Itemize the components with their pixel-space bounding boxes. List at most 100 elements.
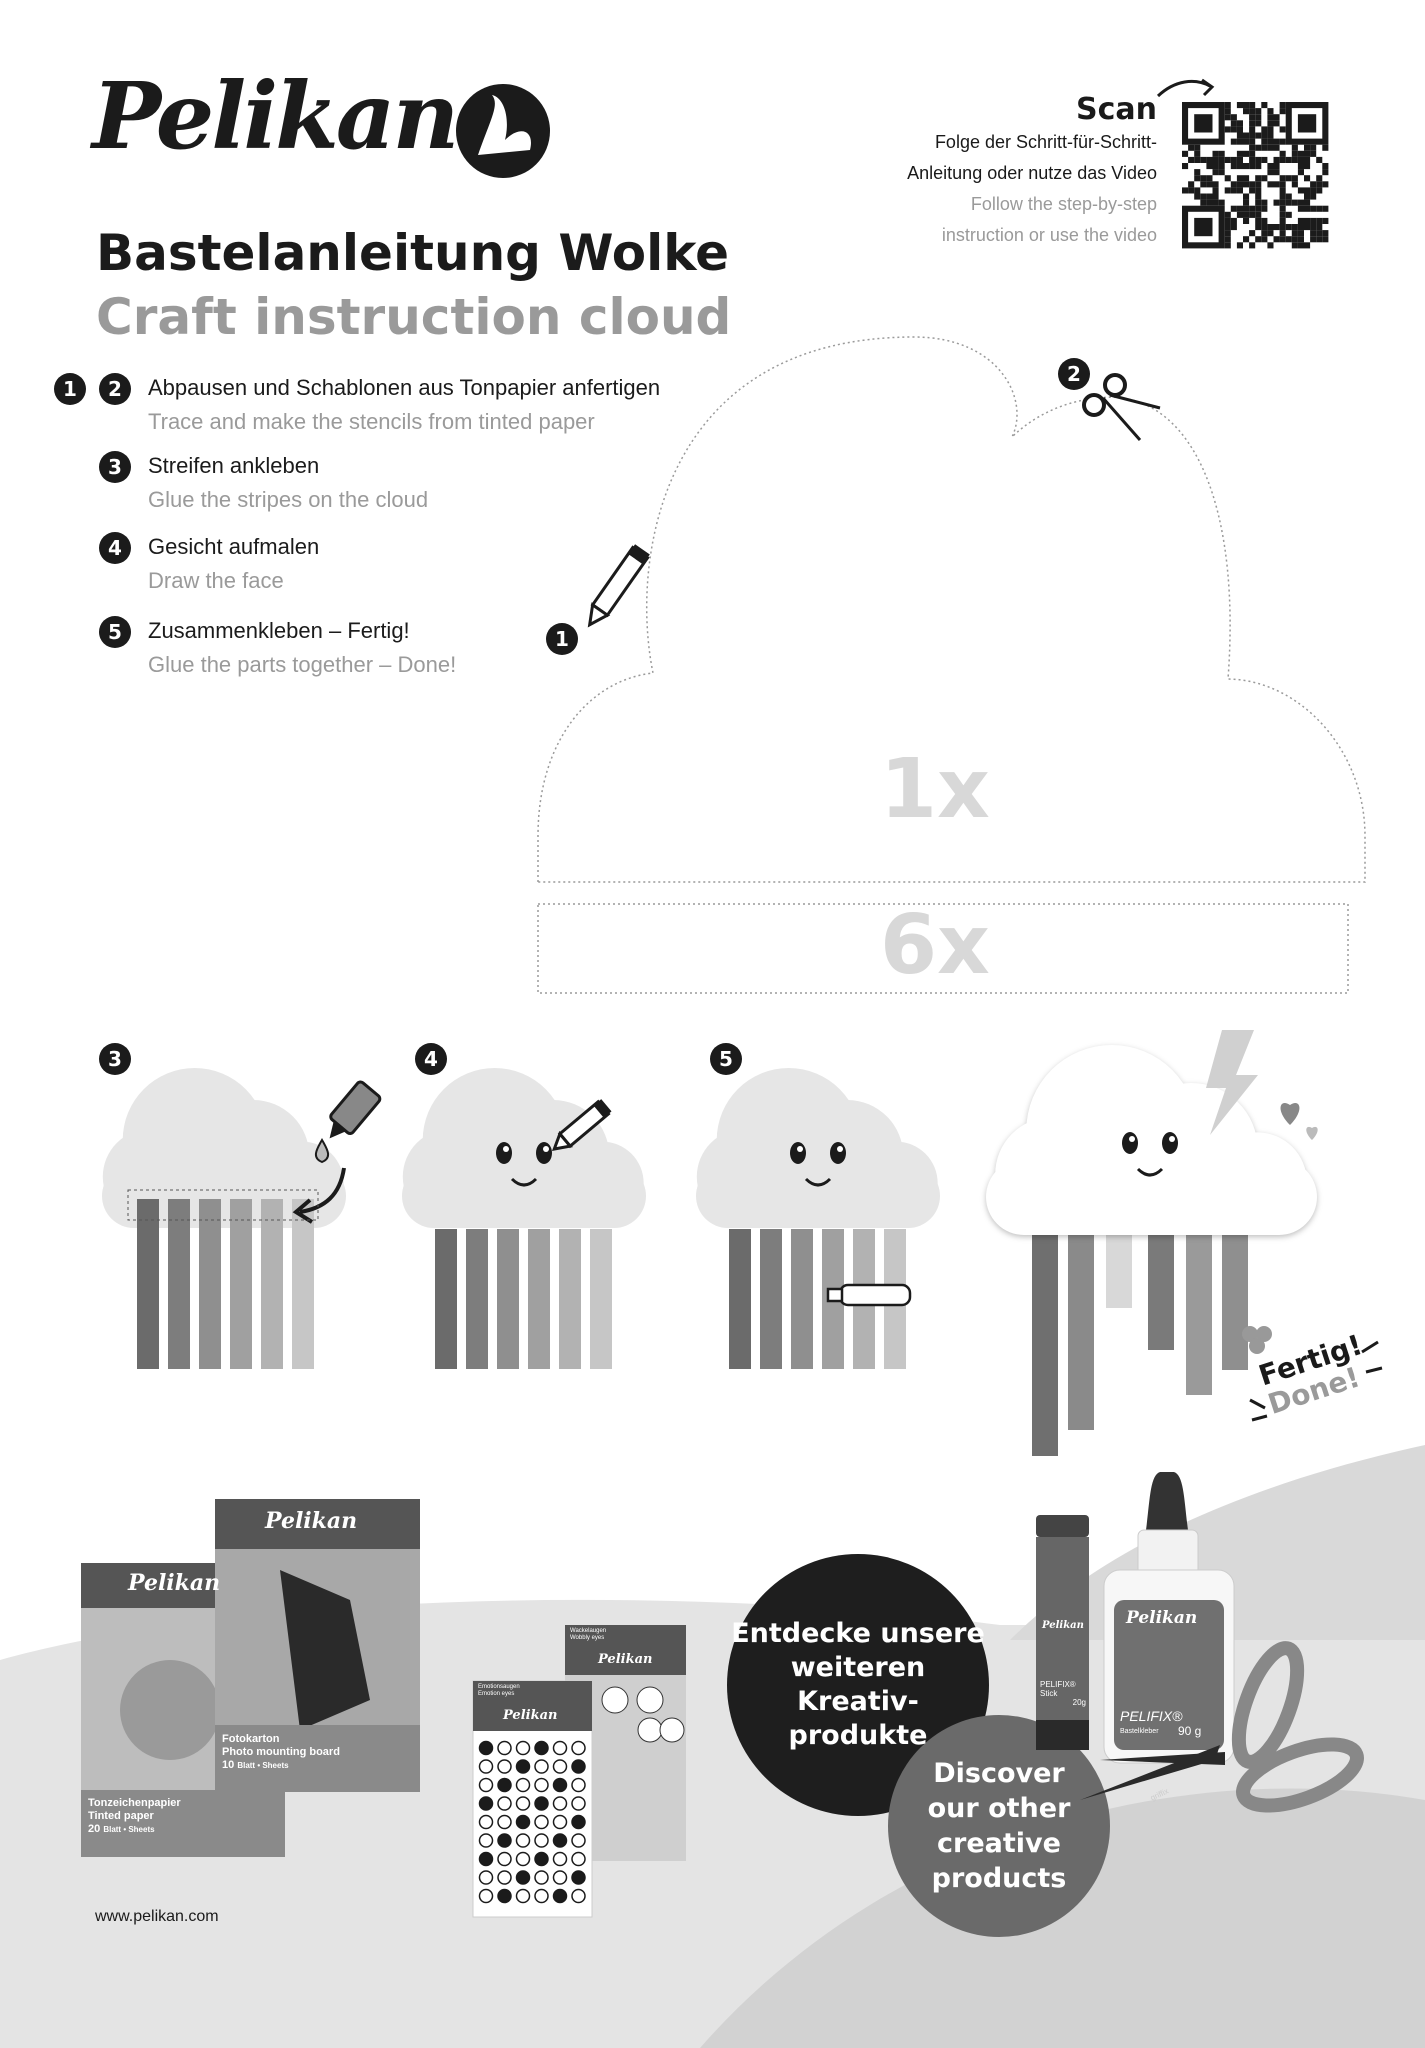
sticker-eye xyxy=(534,1814,549,1830)
eye-highlight xyxy=(837,1146,843,1152)
step-badge: 1 xyxy=(54,373,86,405)
product-glue-bottle[interactable] xyxy=(1103,1472,1235,1764)
qr-module xyxy=(1297,230,1304,237)
qr-module xyxy=(1230,187,1237,194)
qr-module xyxy=(1236,120,1243,127)
step-text-en: Draw the face xyxy=(148,568,284,593)
qr-module xyxy=(1218,169,1225,176)
qr-module xyxy=(1249,138,1256,145)
smile xyxy=(804,1177,832,1187)
bottle-sub: Bastelkleber xyxy=(1120,1728,1159,1735)
sticker-eye xyxy=(497,1870,512,1885)
tinted-count: 20 Blatt • Sheets xyxy=(88,1823,181,1836)
cloud-step-4 xyxy=(402,1068,646,1228)
scan-de-line: Folge der Schritt-für-Schritt- xyxy=(934,132,1157,152)
qr-module xyxy=(1249,108,1256,115)
sticker-eye xyxy=(515,1759,531,1774)
qr-module xyxy=(1212,199,1219,206)
lightning-icon xyxy=(1206,1030,1258,1135)
qr-module xyxy=(1297,242,1304,249)
promo-bubble-en[interactable]: Discover our other creative products xyxy=(888,1715,1110,1937)
qr-module xyxy=(1273,144,1280,151)
sticker-eye xyxy=(534,1870,549,1885)
eye-highlight xyxy=(797,1146,803,1152)
qr-module xyxy=(1291,224,1298,231)
qr-module xyxy=(1267,114,1274,121)
qr-module xyxy=(1224,108,1231,115)
qr-module xyxy=(1285,156,1292,163)
cloud-final xyxy=(986,1045,1317,1235)
paper-stripe xyxy=(168,1199,190,1369)
sticker-eye xyxy=(571,1851,586,1867)
scan-info: Scan Folge der Schritt-für-Schritt- Anle… xyxy=(907,92,1157,251)
qr-module xyxy=(1255,193,1262,200)
qr-module xyxy=(1243,217,1250,224)
qr-module xyxy=(1261,205,1268,212)
qr-module xyxy=(1243,175,1250,182)
eye-highlight xyxy=(1169,1136,1175,1142)
emotion-name-de: Emotionsaugen xyxy=(478,1684,520,1690)
step-4: Gesicht aufmalen Draw the face xyxy=(148,534,319,594)
qr-module xyxy=(1255,175,1262,182)
emotion-name-en: Emotion eyes xyxy=(478,1691,515,1697)
stick-brand: Pelikan xyxy=(1042,1620,1084,1631)
step-text-en: Glue the stripes on the cloud xyxy=(148,487,429,512)
qr-module xyxy=(1249,181,1256,188)
scissors-icon xyxy=(1082,373,1161,441)
qr-module xyxy=(1243,108,1250,115)
qr-module xyxy=(1297,224,1304,231)
qr-module xyxy=(1236,187,1243,194)
sticker-eye xyxy=(534,1777,549,1793)
qr-module xyxy=(1273,224,1280,231)
emotion-brand: Pelikan xyxy=(503,1708,558,1723)
wobbly-label: Wackelaugen Wobbly eyes xyxy=(570,1628,606,1642)
product-glue-stick[interactable] xyxy=(1036,1515,1089,1750)
eye xyxy=(830,1142,846,1164)
qr-finder-center xyxy=(1297,114,1317,133)
step-text-en: Trace and make the stencils from tinted … xyxy=(148,409,595,434)
paper-stripe xyxy=(791,1229,813,1369)
promo-bubble-de[interactable]: Entdecke unsere weiteren Kreativ- produk… xyxy=(727,1554,989,1816)
step-1-2: Abpausen und Schablonen aus Tonpapier an… xyxy=(148,375,660,435)
qr-module xyxy=(1279,193,1286,200)
cloud-bump xyxy=(696,1128,793,1225)
cloud-bump xyxy=(1208,1132,1307,1232)
qr-module xyxy=(1200,199,1207,206)
eye xyxy=(1122,1132,1138,1154)
qr-module xyxy=(1249,102,1256,109)
step-text-de: Zusammenkleben – Fertig! xyxy=(148,618,410,643)
qr-module xyxy=(1261,102,1268,109)
photo-brand: Pelikan xyxy=(265,1508,358,1534)
smile xyxy=(1136,1167,1164,1177)
qr-module xyxy=(1291,181,1298,188)
qr-module xyxy=(1267,169,1274,176)
sticker-eye xyxy=(515,1740,531,1756)
qr-module xyxy=(1218,156,1225,163)
qr-module xyxy=(1316,236,1323,243)
qr-module xyxy=(1230,181,1237,188)
sticker-eye xyxy=(552,1814,568,1830)
product-emotion-eyes[interactable] xyxy=(472,1680,593,1918)
qr-module xyxy=(1236,205,1243,212)
qr-module xyxy=(1249,242,1256,249)
sticker-eye xyxy=(515,1777,531,1793)
qr-module xyxy=(1255,114,1262,121)
paper-stripe xyxy=(729,1229,751,1369)
qr-module xyxy=(1267,126,1274,133)
pencil-icon xyxy=(551,1099,612,1151)
product-photo-board[interactable] xyxy=(215,1499,420,1792)
qr-module xyxy=(1218,199,1225,206)
qr-module xyxy=(1230,224,1237,231)
qr-code[interactable] xyxy=(1182,102,1329,249)
product-scissors[interactable] xyxy=(1080,1641,1365,1818)
website-link[interactable]: www.pelikan.com xyxy=(95,1908,219,1925)
scan-label: Scan xyxy=(1076,92,1157,127)
qr-module xyxy=(1316,217,1323,224)
qr-module xyxy=(1236,102,1243,109)
qr-module xyxy=(1310,230,1317,237)
step-text-de: Abpausen und Schablonen aus Tonpapier an… xyxy=(148,375,661,400)
illustration-badge: 5 xyxy=(710,1043,742,1075)
qr-module xyxy=(1206,156,1213,163)
qr-module xyxy=(1322,217,1329,224)
